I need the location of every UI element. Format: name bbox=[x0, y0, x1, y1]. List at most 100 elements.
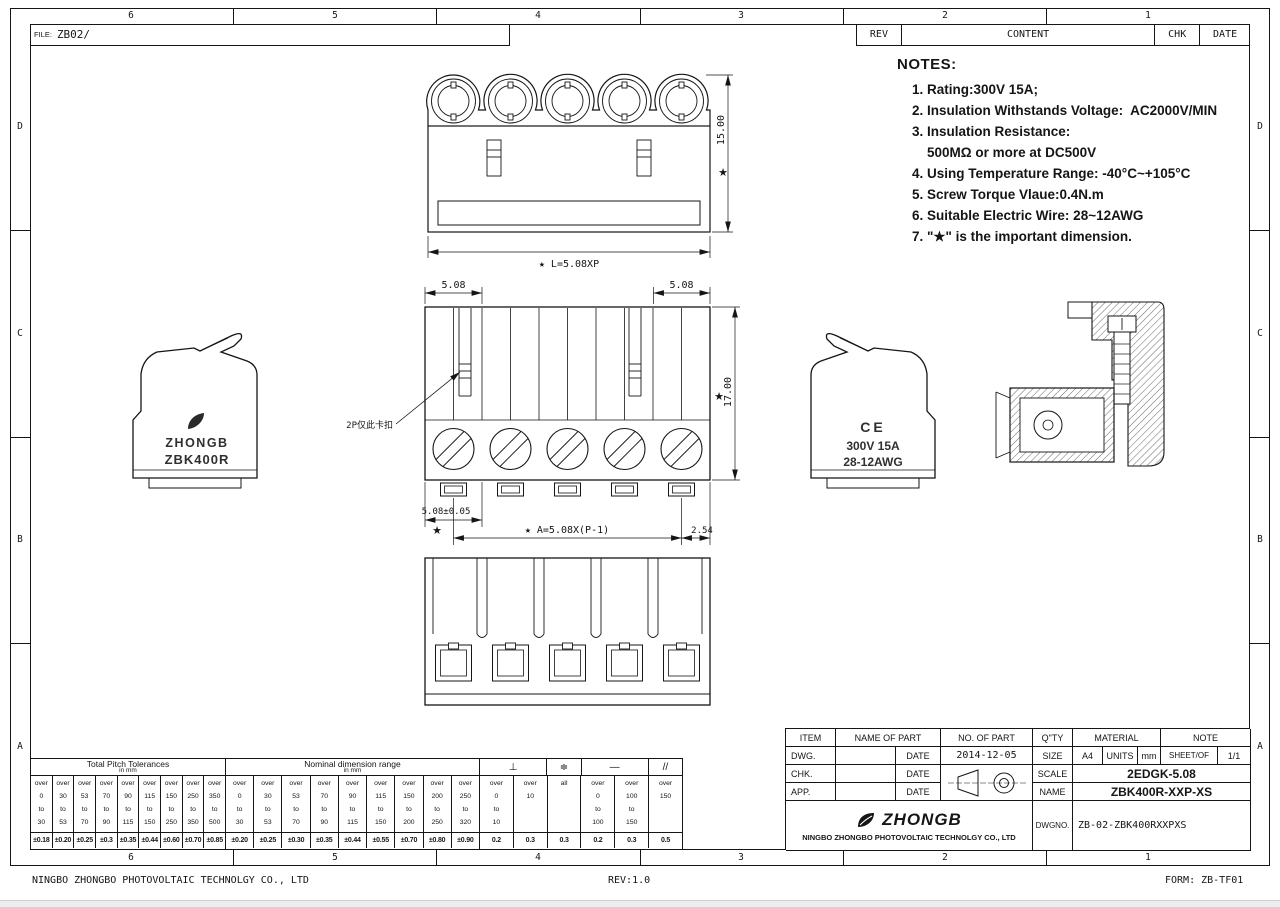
zone-tick bbox=[1046, 850, 1047, 866]
zone-tick bbox=[233, 850, 234, 866]
perpendicularity-symbol: ⊥ bbox=[508, 761, 518, 773]
company-logo: ZHONGB bbox=[856, 810, 962, 830]
content-col-header: CONTENT bbox=[902, 24, 1156, 45]
tol-value: ±0.30 bbox=[281, 833, 309, 848]
zone-tick bbox=[843, 8, 844, 24]
tb-app-label: APP. bbox=[786, 783, 836, 801]
tol-col-header: over 200 to 250 bbox=[422, 776, 451, 832]
tol-value: ±0.20 bbox=[231, 837, 248, 844]
zone-col-label: 4 bbox=[535, 10, 541, 21]
tb-sheet-label: SHEET/OF bbox=[1161, 747, 1218, 765]
tol-col-header: over 350 to 500 bbox=[203, 776, 225, 832]
tol-value: ±0.85 bbox=[203, 833, 225, 848]
footer-strip: NINGBO ZHONGBO PHOTOVOLTAIC TECHNOLGY CO… bbox=[10, 869, 1270, 891]
projection-angle-symbol bbox=[947, 768, 1026, 797]
zone-col-label: 1 bbox=[1145, 10, 1151, 21]
tol-value: 0.3 bbox=[512, 833, 547, 848]
tol-value: ±0.3 bbox=[95, 833, 117, 848]
tol-value: ±0.90 bbox=[450, 833, 479, 848]
tol-col-header: over 53 to 70 bbox=[73, 776, 95, 832]
tol-col-header: over 70 to 90 bbox=[95, 776, 117, 832]
zone-col-label: 4 bbox=[535, 852, 541, 863]
tb-note-header: NOTE bbox=[1161, 729, 1251, 747]
zone-tick bbox=[843, 850, 844, 866]
tol-value: ±0.44 bbox=[138, 833, 160, 848]
note-item: 3. Insulation Resistance: bbox=[912, 124, 1071, 139]
tb-units-label: UNITS bbox=[1103, 747, 1138, 765]
note-item: 4. Using Temperature Range: -40°C~+105°C bbox=[912, 166, 1191, 181]
straightness-symbol: — bbox=[580, 759, 648, 775]
tb-part-name-value: ZBK400R-XXP-XS bbox=[1073, 783, 1251, 801]
zone-col-label: 1 bbox=[1145, 852, 1151, 863]
zone-row-label: B bbox=[1257, 534, 1263, 545]
tol-value: 0.2 bbox=[580, 833, 614, 848]
brand-leaf-icon bbox=[858, 812, 875, 827]
tol-value: 0.3 bbox=[614, 833, 648, 848]
window-edge bbox=[0, 900, 1280, 907]
tb-date-label: DATE bbox=[896, 783, 941, 801]
zone-col-label: 5 bbox=[332, 852, 338, 863]
zone-row-label: B bbox=[17, 534, 23, 545]
tol-value: ±0.35 bbox=[116, 833, 139, 848]
tb-dwgno-value: ZB-02-ZBK400RXXPXS bbox=[1073, 801, 1251, 851]
revision-table-header: REV CONTENT CHK DATE bbox=[856, 24, 1250, 46]
tol-col-header: over 0 to 30 bbox=[34, 780, 48, 826]
tol-value: ±0.25 bbox=[73, 833, 95, 848]
tb-scale-label: SCALE bbox=[1033, 765, 1073, 783]
nominal-tolerance-table: Nominal dimension range in mm over 0 to … bbox=[226, 758, 480, 850]
date-col-header: DATE bbox=[1213, 29, 1238, 40]
tol-value: ±0.35 bbox=[309, 833, 338, 848]
pitch-table-unit: in mm bbox=[119, 767, 137, 774]
tb-chk-name-cell bbox=[836, 765, 896, 783]
zone-tick bbox=[1250, 437, 1270, 438]
tol-col-header: all bbox=[546, 776, 581, 832]
zone-col-label: 6 bbox=[128, 852, 134, 863]
zone-row-label: A bbox=[17, 741, 23, 752]
zone-col-label: 2 bbox=[942, 852, 948, 863]
tol-value: ±0.60 bbox=[160, 833, 182, 848]
tb-item-header: ITEM bbox=[786, 729, 836, 747]
zone-row-label: A bbox=[1257, 741, 1263, 752]
tol-value: ±0.80 bbox=[422, 833, 451, 848]
zone-col-label: 3 bbox=[738, 852, 744, 863]
tol-value: 0.5 bbox=[648, 833, 682, 848]
tol-value: ±0.55 bbox=[366, 833, 394, 848]
pitch-table-title: Total Pitch Tolerances in mm bbox=[31, 759, 225, 776]
zone-col-label: 6 bbox=[128, 10, 134, 21]
tb-projection-cell bbox=[941, 765, 1033, 801]
zone-tick bbox=[10, 230, 30, 231]
nominal-table-unit: in mm bbox=[343, 767, 362, 774]
tb-no-of-part-header: NO. OF PART bbox=[941, 729, 1033, 747]
tb-name-label: NAME bbox=[1033, 783, 1073, 801]
chk-col-header: CHK bbox=[1155, 24, 1201, 45]
tol-col-header: over 115 to 150 bbox=[138, 776, 160, 832]
tol-value: 0.2 bbox=[491, 837, 501, 844]
zone-tick bbox=[436, 8, 437, 24]
tb-date-label: DATE bbox=[896, 747, 941, 765]
zone-tick bbox=[640, 850, 641, 866]
tol-col-header: over 250 to 350 bbox=[181, 776, 204, 832]
tb-sheet-value: 1/1 bbox=[1218, 747, 1251, 765]
tol-col-header: over 250 to 320 bbox=[450, 776, 479, 832]
tol-col-header: over 150 to 250 bbox=[160, 776, 182, 832]
tol-value: ±0.70 bbox=[394, 833, 422, 848]
tol-col-header: over 30 to 53 bbox=[51, 776, 74, 832]
brand-name: ZHONGB bbox=[882, 809, 962, 829]
zone-row-label: C bbox=[1257, 328, 1263, 339]
tb-date-value: 2014-12-05 bbox=[941, 747, 1033, 765]
tol-col-header: over 150 to 200 bbox=[394, 776, 422, 832]
tol-value: ±0.20 bbox=[51, 833, 74, 848]
tb-size-label: SIZE bbox=[1033, 747, 1073, 765]
nominal-table-title-text: Nominal dimension range bbox=[304, 758, 401, 769]
zone-col-label: 5 bbox=[332, 10, 338, 21]
zone-tick bbox=[1046, 8, 1047, 24]
parallelism-symbol: // bbox=[647, 759, 682, 775]
zone-row-label: C bbox=[17, 328, 23, 339]
note-item: 7. "★" is the important dimension. bbox=[912, 229, 1132, 244]
tb-dwg-name-cell bbox=[836, 747, 896, 765]
footer-form-number: FORM: ZB-TF01 bbox=[1165, 875, 1244, 886]
tb-chk-label: CHK. bbox=[786, 765, 836, 783]
pitch-tolerance-table: Total Pitch Tolerances in mm over 0 to 3… bbox=[30, 758, 226, 850]
tol-col-header: over 70 to 90 bbox=[309, 776, 338, 832]
notes-block: NOTES: 1. Rating:300V 15A; 2. Insulation… bbox=[897, 56, 1253, 247]
